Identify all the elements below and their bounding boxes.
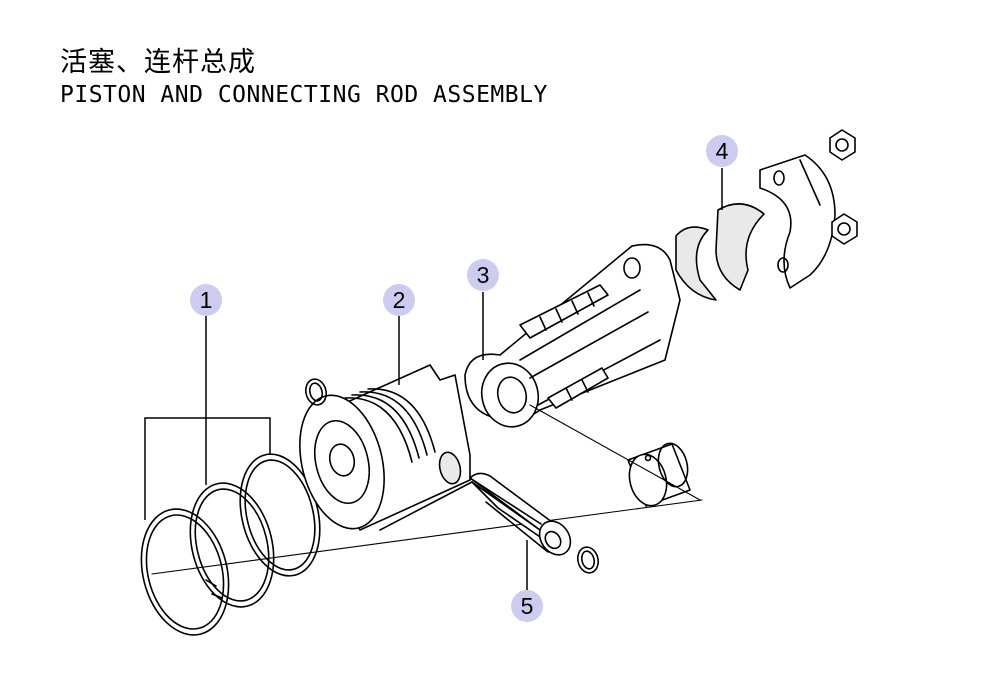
callout-3-label: 3 <box>477 262 490 288</box>
rod-nut-lower <box>831 213 858 245</box>
piston-pin <box>469 472 572 556</box>
piston-ring-2 <box>189 482 275 608</box>
callout-5: 5 <box>511 590 543 622</box>
piston-ring-1 <box>140 508 230 636</box>
circlip-right <box>577 546 599 574</box>
callout-3: 3 <box>467 259 499 291</box>
callout-2: 2 <box>383 284 415 316</box>
callout-4: 4 <box>706 135 738 167</box>
rod-axis-line <box>529 404 701 501</box>
callout-5-label: 5 <box>521 593 534 619</box>
connecting-rod <box>464 243 681 428</box>
small-end-bushing <box>627 442 691 507</box>
piston <box>299 364 473 531</box>
assembly-axis-line <box>151 499 703 575</box>
callout-leaders <box>144 168 723 590</box>
callout-1: 1 <box>190 284 222 316</box>
rod-cap <box>759 154 836 289</box>
callout-1-label: 1 <box>200 287 213 313</box>
bearing-shell-lower <box>715 203 765 291</box>
page-title-chinese: 活塞、连杆总成 <box>60 47 256 78</box>
rod-nut-upper <box>829 129 856 161</box>
page-title-english: PISTON AND CONNECTING ROD ASSEMBLY <box>60 82 548 108</box>
piston-ring-3 <box>239 453 321 577</box>
callout-4-label: 4 <box>716 138 729 164</box>
bearing-shell-upper <box>675 226 717 301</box>
callout-2-label: 2 <box>393 287 406 313</box>
piston-rings <box>140 453 321 636</box>
circlip-left <box>305 378 327 406</box>
